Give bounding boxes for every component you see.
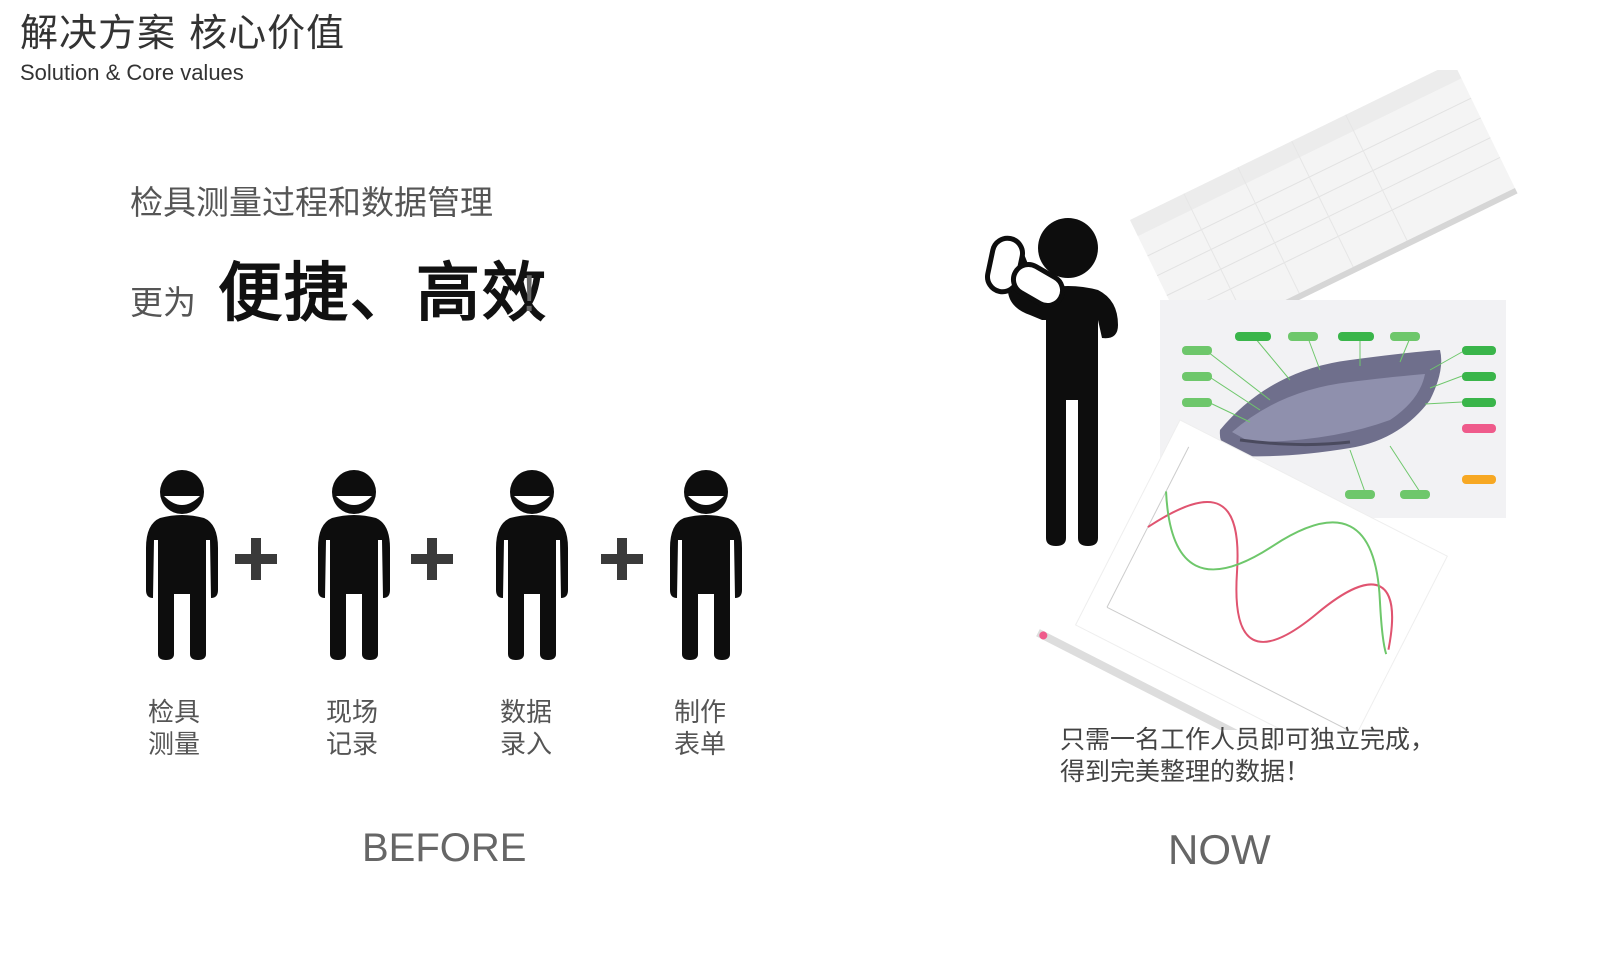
headline-prefix: 更为 [130, 283, 196, 322]
description-line: 只需一名工作人员即可独立完成， [1060, 725, 1436, 754]
headline-line1: 检具测量过程和数据管理 [130, 183, 493, 222]
description-line: 得到完美整理的数据！ [1060, 757, 1311, 786]
role-line: 表单 [674, 730, 727, 760]
headline-exclaim: ! [522, 265, 537, 323]
plus-icon [601, 538, 643, 580]
now-label: NOW [1168, 826, 1271, 873]
presenter-person-icon [985, 218, 1118, 546]
role-line: 检具 [148, 698, 201, 728]
curve-chart-screenshot [1036, 419, 1448, 730]
role-line: 录入 [500, 730, 553, 760]
role-label-inspection: 检具 测量 [148, 697, 228, 761]
before-label: BEFORE [362, 826, 527, 870]
plus-icon [235, 538, 277, 580]
headline-emphasis: 便捷、高效 [218, 257, 548, 331]
role-line: 测量 [148, 730, 201, 760]
now-description: 只需一名工作人员即可独立完成， 得到完美整理的数据！ [1060, 724, 1480, 788]
person-icon [670, 470, 742, 660]
role-label-report: 制作 表单 [674, 697, 754, 761]
person-icon [146, 470, 218, 660]
person-icon [318, 470, 390, 660]
plus-icon [411, 538, 453, 580]
role-line: 制作 [674, 698, 727, 728]
role-line: 数据 [500, 698, 553, 728]
now-illustration [985, 70, 1518, 730]
page-title: 解决方案 核心价值 [20, 11, 346, 55]
role-label-data-entry: 数据 录入 [500, 697, 580, 761]
role-label-record: 现场 记录 [326, 697, 406, 761]
page-subtitle-en: Solution & Core values [20, 60, 244, 85]
person-icon [496, 470, 568, 660]
role-line: 记录 [326, 730, 379, 760]
role-line: 现场 [326, 698, 379, 728]
